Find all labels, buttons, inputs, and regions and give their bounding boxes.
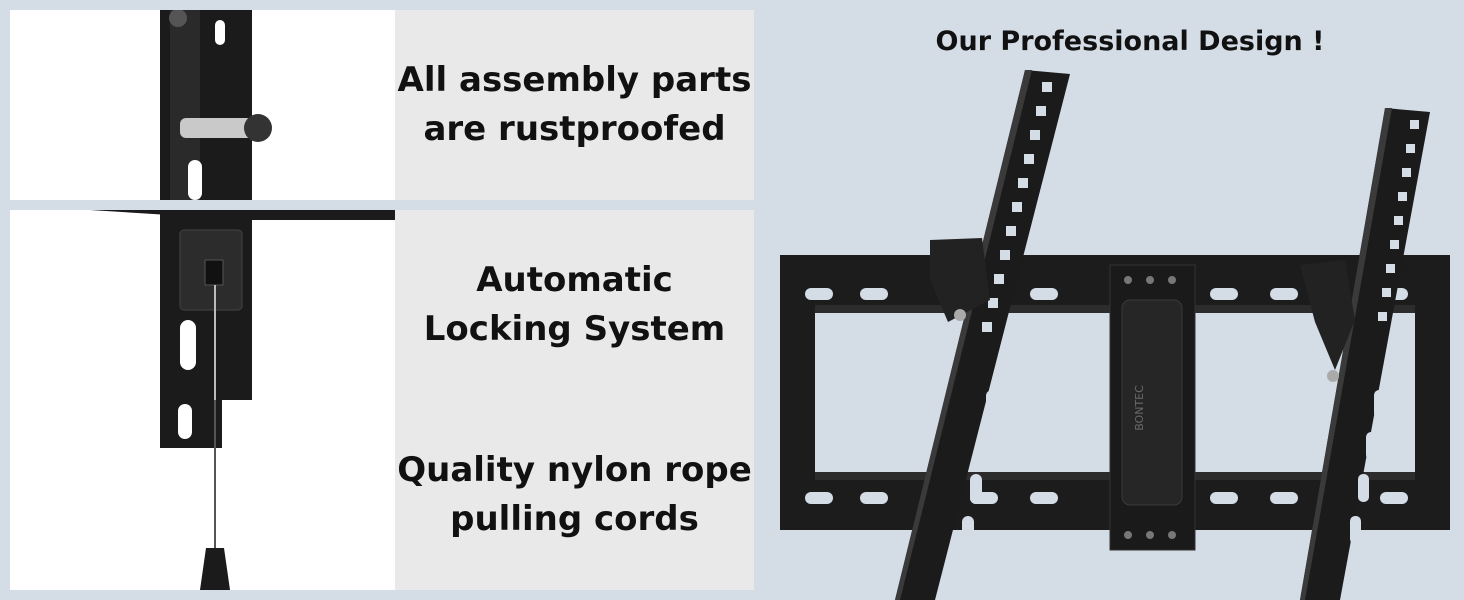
feature-panel-locking: Automatic Locking System (10, 210, 754, 400)
feature-line: Quality nylon rope (397, 450, 752, 490)
feature-text: All assembly parts are rustproofed (395, 10, 754, 200)
tv-mount-illustration: BONTEC (780, 70, 1450, 600)
feature-panel-nylon-rope: Quality nylon rope pulling cords (10, 400, 754, 590)
feature-line: Locking System (423, 309, 726, 349)
locking-mechanism-closeup (90, 210, 395, 400)
feature-text: Automatic Locking System (395, 210, 754, 400)
pull-cord-closeup (160, 400, 230, 590)
brand-label: BONTEC (1133, 385, 1146, 431)
feature-line: All assembly parts (397, 60, 752, 100)
bracket-hinge-closeup (160, 10, 272, 200)
feature-line: Automatic (476, 260, 673, 300)
feature-line: pulling cords (450, 499, 699, 539)
feature-line: are rustproofed (423, 109, 726, 149)
design-title: Our Professional Design ! (935, 26, 1325, 57)
feature-panel-rustproof: All assembly parts are rustproofed (10, 10, 754, 200)
feature-text: Quality nylon rope pulling cords (395, 400, 754, 590)
